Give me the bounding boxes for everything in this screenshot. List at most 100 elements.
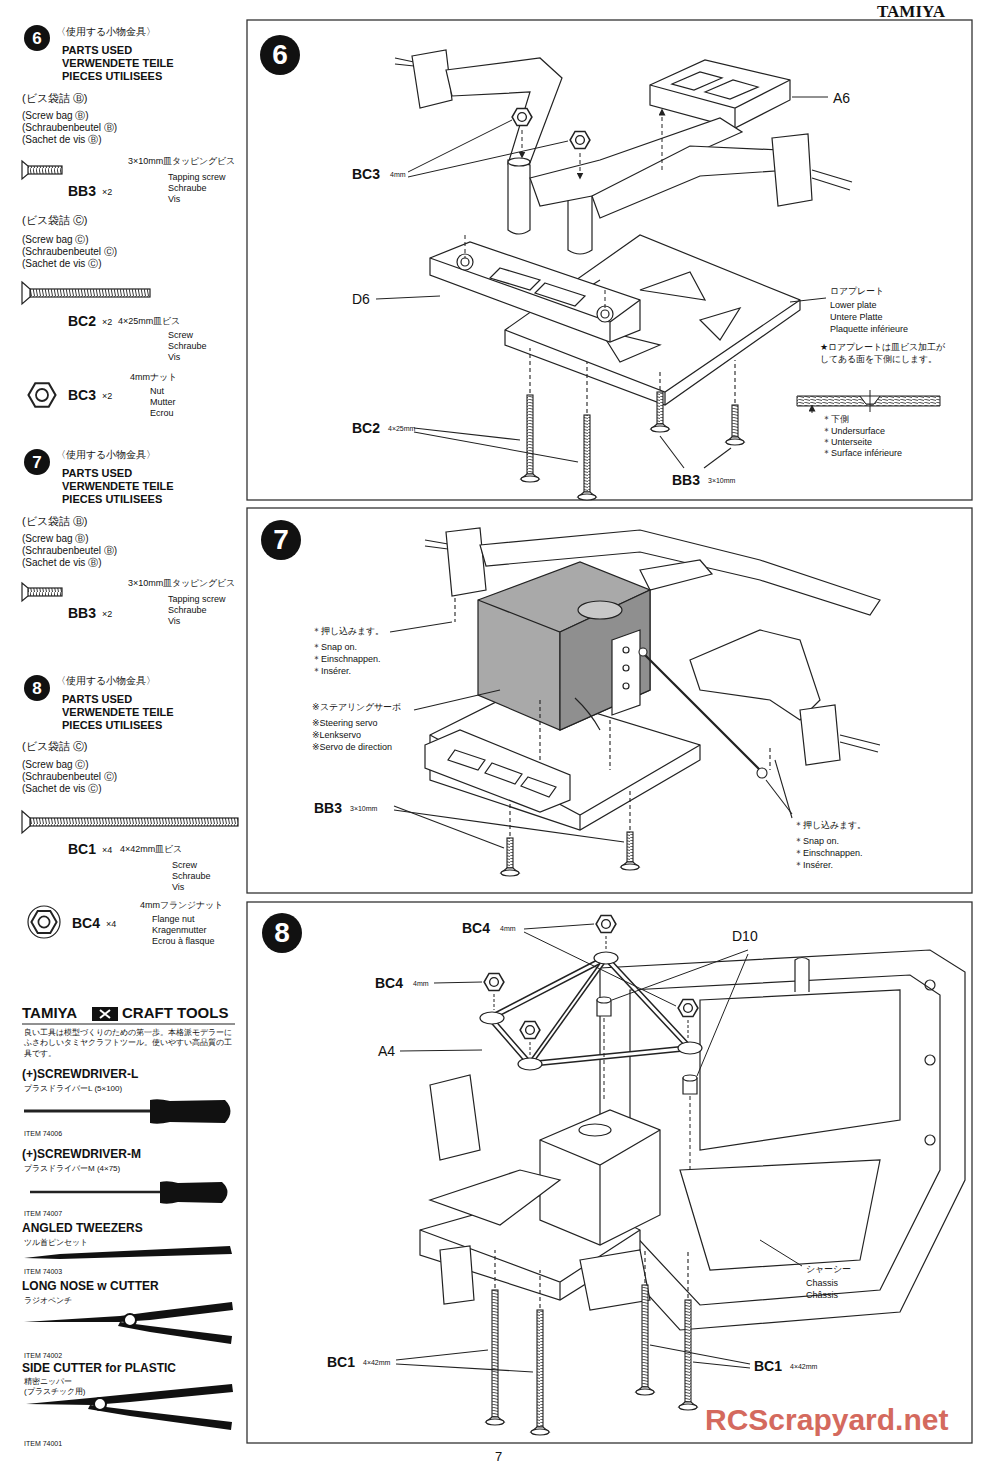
translation: Vis bbox=[172, 882, 184, 892]
dimension: 4×42mm bbox=[790, 1363, 817, 1371]
translation: Ecrou à flasque bbox=[152, 936, 215, 946]
section-heading: PIECES UTILISEES bbox=[62, 493, 162, 506]
tool-name: (+)SCREWDRIVER-L bbox=[22, 1068, 138, 1082]
watermark: RCScrapyard.net bbox=[705, 1403, 948, 1438]
quantity: ×2 bbox=[102, 317, 112, 327]
note: ＊Snap on. bbox=[794, 836, 839, 846]
step-number-circle: 7 bbox=[24, 449, 50, 475]
note: ★ロアプレートは皿ビス加工がしてある面を下側にします。 bbox=[820, 342, 952, 365]
translation: ※Servo de direction bbox=[312, 742, 392, 752]
step-number: 6 bbox=[272, 41, 288, 69]
brand-logo: TAMIYA bbox=[22, 1004, 77, 1021]
item-number: ITEM 74003 bbox=[24, 1268, 62, 1276]
part-name: ロアプレート bbox=[830, 286, 884, 296]
bag-label: (Screw bag Ⓒ) bbox=[22, 759, 89, 771]
translation: Vis bbox=[168, 352, 180, 362]
section-heading: 〈使用する小物金具〉 bbox=[56, 449, 156, 461]
translation: Mutter bbox=[150, 397, 176, 407]
translation: Untere Platte bbox=[830, 312, 883, 322]
translation: Tapping screw bbox=[168, 594, 226, 604]
part-code: BC1 bbox=[754, 1358, 782, 1374]
step-number-circle: 6 bbox=[24, 25, 50, 51]
translation: ※Steering servo bbox=[312, 718, 378, 728]
note: ＊Unterseite bbox=[822, 437, 872, 447]
tool-name-ja: プラスドライバーL (5×100) bbox=[24, 1084, 122, 1093]
translation: Châssis bbox=[806, 1290, 838, 1300]
part-name: シャーシー bbox=[806, 1264, 851, 1274]
translation: Kragenmutter bbox=[152, 925, 207, 935]
part-code: A6 bbox=[833, 90, 850, 106]
translation: Screw bbox=[172, 860, 197, 870]
bag-label: (Screw bag Ⓑ) bbox=[22, 110, 89, 122]
tool-name-ja: ツル首ピンセット bbox=[24, 1238, 88, 1247]
translation: ※Lenkservo bbox=[312, 730, 361, 740]
part-code: BB3 bbox=[672, 472, 700, 488]
bag-label: (Sachet de vis Ⓒ) bbox=[22, 258, 101, 270]
bag-label: (Screw bag Ⓒ) bbox=[22, 234, 89, 246]
tool-name-ja: 精密ニッパー bbox=[24, 1377, 72, 1386]
section-heading: 〈使用する小物金具〉 bbox=[56, 675, 156, 687]
bag-label: (ビス袋詰 Ⓒ) bbox=[22, 214, 87, 227]
part-code: BB3 bbox=[68, 605, 96, 621]
step-number: 7 bbox=[32, 454, 41, 471]
note: ＊下側 bbox=[822, 414, 849, 424]
translation: Lower plate bbox=[830, 300, 877, 310]
tool-name: SIDE CUTTER for PLASTIC bbox=[22, 1362, 176, 1376]
bag-label: (ビス袋詰 Ⓑ) bbox=[22, 92, 87, 105]
section-heading: PARTS USED bbox=[62, 467, 132, 480]
section-heading: PARTS USED bbox=[62, 44, 132, 57]
tool-description: 良い工具は模型づくりのための第一歩。本格派モデラーにふさわしいタミヤクラフトツー… bbox=[24, 1028, 236, 1059]
bag-label: (Sachet de vis Ⓑ) bbox=[22, 134, 101, 146]
note: ＊Snap on. bbox=[312, 642, 357, 652]
tool-name: (+)SCREWDRIVER-M bbox=[22, 1148, 141, 1162]
part-code: BC1 bbox=[327, 1354, 355, 1370]
translation: Tapping screw bbox=[168, 172, 226, 182]
dimension: 4mm bbox=[390, 171, 406, 179]
step-number-circle: 7 bbox=[261, 520, 301, 560]
note: ＊Insérer. bbox=[312, 666, 351, 676]
tool-name: ANGLED TWEEZERS bbox=[22, 1222, 143, 1236]
step-number-circle: 6 bbox=[260, 35, 300, 75]
quantity: ×4 bbox=[102, 845, 112, 855]
part-spec: 4mmフランジナット bbox=[140, 900, 223, 910]
translation: Schraube bbox=[168, 183, 207, 193]
item-number: ITEM 74002 bbox=[24, 1352, 62, 1360]
dimension: 4×25mm bbox=[388, 425, 415, 433]
translation: Flange nut bbox=[152, 914, 195, 924]
item-number: ITEM 74006 bbox=[24, 1130, 62, 1138]
tool-name-ja: (プラスチック用) bbox=[24, 1387, 85, 1396]
section-heading: VERWENDETE TEILE bbox=[62, 480, 174, 493]
part-code: BC2 bbox=[352, 420, 380, 436]
step-number: 8 bbox=[32, 680, 41, 697]
translation: Nut bbox=[150, 386, 164, 396]
bag-label: (Sachet de vis Ⓒ) bbox=[22, 783, 101, 795]
section-heading: 〈使用する小物金具〉 bbox=[56, 26, 156, 38]
quantity: ×2 bbox=[102, 391, 112, 401]
bag-label: (Schraubenbeutel Ⓑ) bbox=[22, 122, 117, 134]
quantity: ×2 bbox=[102, 609, 112, 619]
section-heading: PARTS USED bbox=[62, 693, 132, 706]
bag-label: (Schraubenbeutel Ⓑ) bbox=[22, 545, 117, 557]
section-heading: VERWENDETE TEILE bbox=[62, 57, 174, 70]
translation: Schraube bbox=[168, 341, 207, 351]
step-number: 8 bbox=[274, 919, 290, 947]
part-spec: 4mmナット bbox=[130, 372, 177, 382]
bag-label: (ビス袋詰 Ⓒ) bbox=[22, 740, 87, 753]
part-code: A4 bbox=[378, 1043, 395, 1059]
note: ＊Einschnappen. bbox=[794, 848, 863, 858]
step-number: 7 bbox=[273, 526, 289, 554]
bag-label: (Sachet de vis Ⓑ) bbox=[22, 557, 101, 569]
part-spec: 3×10mm皿タッピングビス bbox=[128, 156, 235, 166]
dimension: 4mm bbox=[500, 925, 516, 933]
section-heading: PIECES UTILISEES bbox=[62, 70, 162, 83]
tool-name-ja: ラジオペンチ bbox=[24, 1296, 72, 1305]
part-code: D6 bbox=[352, 291, 370, 307]
part-code: BC4 bbox=[72, 915, 100, 931]
bag-label: (Schraubenbeutel Ⓒ) bbox=[22, 771, 117, 783]
note: ＊Undersurface bbox=[822, 426, 885, 436]
step-number-circle: 8 bbox=[24, 675, 50, 701]
item-number: ITEM 74001 bbox=[24, 1440, 62, 1448]
part-code: BC3 bbox=[68, 387, 96, 403]
dimension: 4×42mm bbox=[363, 1359, 390, 1367]
